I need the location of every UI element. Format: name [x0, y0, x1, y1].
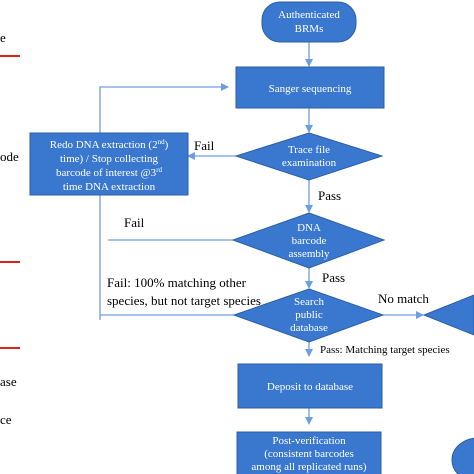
svg-text:(consistent barcodes: (consistent barcodes	[264, 448, 354, 460]
label-fail-search-2: species, but not target species	[107, 293, 261, 308]
node-post-verification: Post-verification (consistent barcodes a…	[236, 431, 382, 474]
svg-text:time) / Stop collecting: time) / Stop collecting	[60, 153, 159, 165]
node-search-public-database: Search public database	[232, 288, 385, 343]
label-pass-trace: Pass	[318, 188, 341, 203]
node-partial-diamond	[422, 294, 474, 336]
svg-text:database: database	[290, 322, 328, 334]
svg-text:public: public	[295, 309, 323, 321]
left-fragment-4: ce	[0, 412, 12, 427]
svg-text:barcode of interest @3rd: barcode of interest @3rd	[56, 166, 163, 179]
left-fragment-1: e	[0, 30, 6, 45]
label-pass-barcode: Pass	[322, 270, 345, 285]
node-redo-dna-extraction: Redo DNA extraction (2nd) time) / Stop c…	[29, 132, 189, 196]
node-partial-bottom-right	[451, 437, 474, 474]
arrow-redo-to-sanger	[99, 83, 229, 140]
svg-text:barcode: barcode	[292, 235, 327, 247]
svg-text:DNA: DNA	[297, 222, 321, 234]
svg-text:Deposit to database: Deposit to database	[267, 381, 353, 393]
left-fragment-3: ase	[0, 374, 17, 389]
label-fail-barcode: Fail	[124, 215, 145, 230]
svg-text:Redo DNA extraction (2nd): Redo DNA extraction (2nd)	[50, 138, 169, 151]
node-dna-barcode-assembly: DNA barcode assembly	[231, 212, 386, 269]
svg-text:BRMs: BRMs	[295, 23, 324, 35]
label-pass-search: Pass: Matching target species	[320, 344, 450, 356]
svg-text:assembly: assembly	[289, 248, 330, 260]
label-fail-search-1: Fail: 100% matching other	[107, 275, 247, 290]
label-fail-redo: Fail	[194, 138, 215, 153]
node-deposit-to-database: Deposit to database	[237, 363, 383, 409]
svg-text:Post-verification: Post-verification	[272, 435, 346, 447]
connectors	[96, 42, 424, 425]
node-sanger-sequencing: Sanger sequencing	[235, 66, 385, 109]
node-trace-file-examination: Trace file examination	[234, 132, 384, 181]
svg-text:Search: Search	[294, 296, 324, 308]
svg-text:Authenticated: Authenticated	[278, 9, 340, 21]
left-fragment-2: ode	[0, 149, 19, 164]
svg-text:among all replicated runs): among all replicated runs)	[251, 461, 366, 473]
svg-text:examination: examination	[282, 157, 337, 169]
svg-text:time DNA extraction: time DNA extraction	[63, 181, 156, 193]
label-no-match: No match	[378, 291, 429, 306]
svg-text:Sanger sequencing: Sanger sequencing	[269, 83, 352, 95]
node-authenticated-brms: Authenticated BRMs	[261, 1, 357, 43]
svg-text:Trace file: Trace file	[288, 144, 330, 156]
